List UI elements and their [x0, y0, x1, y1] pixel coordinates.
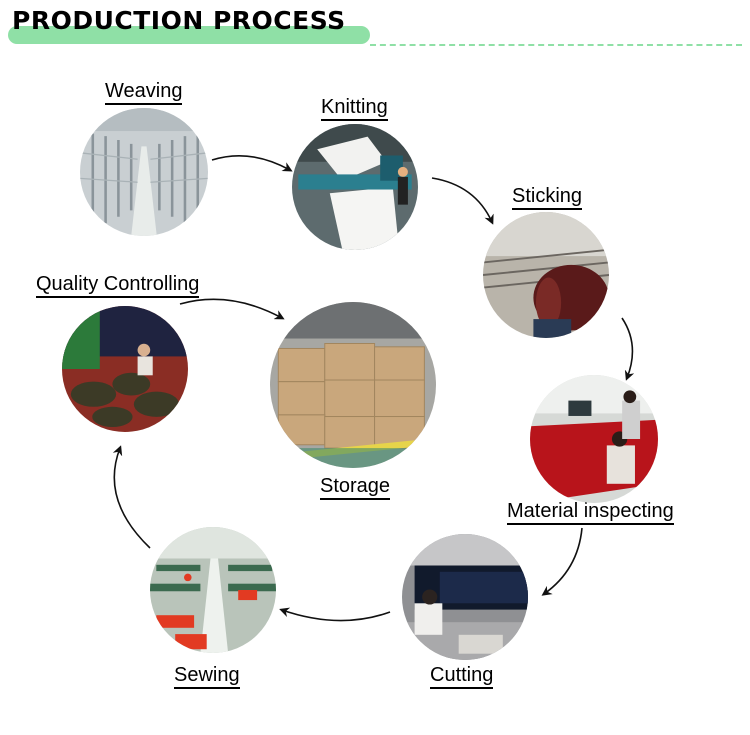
step-label-weaving: Weaving: [105, 80, 183, 105]
step-label-storage: Storage: [320, 475, 391, 500]
weaving-photo: [80, 108, 208, 236]
step-label-cutting: Cutting: [430, 664, 494, 689]
arrow-weaving-to-knitting: [211, 155, 293, 172]
header: PRODUCTION PROCESS: [0, 0, 750, 50]
arrow-cutting-to-sewing: [279, 607, 391, 622]
material-inspecting-photo: [530, 375, 658, 503]
arrow-sewing-to-quality: [112, 445, 151, 549]
step-label-knitting: Knitting: [321, 96, 388, 121]
arrow-quality-to-storage: [179, 298, 285, 320]
sticking-photo: [483, 212, 609, 338]
step-label-sewing: Sewing: [174, 664, 240, 689]
header-accent-bar: [8, 26, 370, 44]
header-divider: [370, 44, 742, 46]
knitting-photo: [292, 124, 418, 250]
cutting-photo: [402, 534, 528, 660]
quality-controlling-photo: [62, 306, 188, 432]
page-title: PRODUCTION PROCESS: [12, 6, 346, 35]
step-label-quality-controlling: Quality Controlling: [36, 273, 200, 298]
step-label-material-inspecting: Material inspecting: [507, 500, 674, 525]
sewing-photo: [150, 527, 276, 653]
arrow-inspecting-to-cutting: [541, 527, 583, 596]
storage-photo: [270, 302, 436, 468]
step-label-sticking: Sticking: [512, 185, 583, 210]
arrow-sticking-to-inspecting: [621, 317, 635, 381]
arrow-knitting-to-sticking: [431, 177, 494, 225]
